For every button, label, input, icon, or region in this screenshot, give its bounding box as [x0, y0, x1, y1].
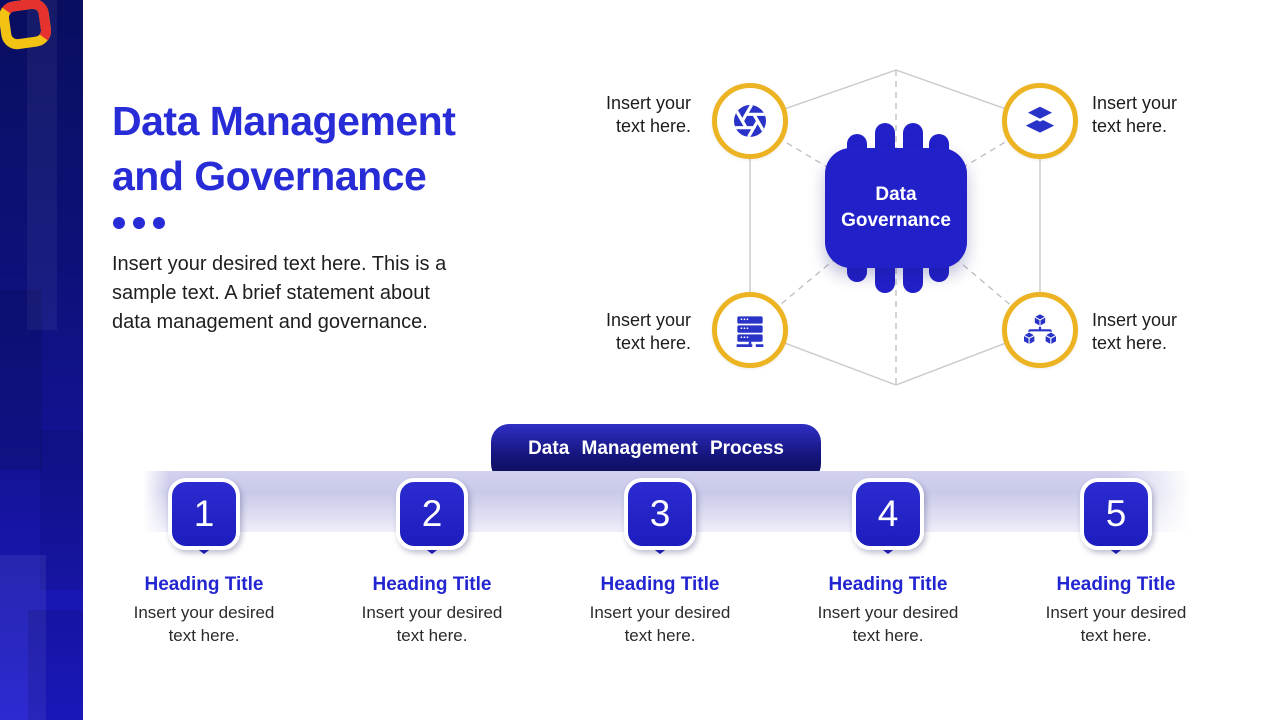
node-label-bottom-right: Insert your text here. [1092, 310, 1178, 353]
step-text: Insert your desired text here. [817, 603, 959, 645]
step-number-badge: 1 [168, 478, 240, 550]
cubes-icon [1022, 313, 1058, 346]
step-heading: Heading Title [372, 574, 492, 595]
step-text: Insert your desired text here. [589, 603, 731, 645]
node-label-top-right: Insert your text here. [1092, 93, 1178, 136]
diagram-node-bottom-left [712, 292, 788, 368]
node-label-bottom-left: Insert your text here. [605, 310, 691, 353]
intro-text: Insert your desired text here. This is a… [112, 253, 447, 333]
process-step-3: 3 Heading Title Insert your desired text… [546, 478, 774, 647]
step-heading: Heading Title [1056, 574, 1176, 595]
sidebar-strip [0, 0, 83, 720]
step-heading: Heading Title [144, 574, 264, 595]
title-ellipsis-decoration [113, 217, 165, 229]
page-title: Data Management and Governance [112, 98, 456, 199]
step-number-badge: 3 [624, 478, 696, 550]
sidebar-pattern [27, 0, 57, 330]
diagram-node-bottom-right [1002, 292, 1078, 368]
step-heading: Heading Title [600, 574, 720, 595]
process-step-2: 2 Heading Title Insert your desired text… [318, 478, 546, 647]
server-icon [736, 316, 764, 347]
step-text: Insert your desired text here. [1045, 603, 1187, 645]
data-governance-diagram: Data Governance [560, 60, 1220, 405]
layers-icon [1022, 103, 1058, 133]
process-step-1: 1 Heading Title Insert your desired text… [90, 478, 318, 647]
sidebar-pattern [28, 610, 83, 720]
step-number-badge: 4 [852, 478, 924, 550]
step-text: Insert your desired text here. [361, 603, 503, 645]
sidebar-pattern [0, 290, 42, 470]
data-governance-chip: Data Governance [825, 123, 967, 293]
aperture-icon [734, 104, 766, 138]
process-step-4: 4 Heading Title Insert your desired text… [774, 478, 1002, 647]
diagram-node-top-left [712, 83, 788, 159]
diagram-node-top-right [1002, 83, 1078, 159]
node-label-top-left: Insert your text here. [605, 93, 691, 136]
step-number-badge: 2 [396, 478, 468, 550]
sidebar-pattern [40, 430, 83, 590]
step-text: Insert your desired text here. [133, 603, 275, 645]
step-number-badge: 5 [1080, 478, 1152, 550]
step-heading: Heading Title [828, 574, 948, 595]
chip-label: Data Governance [825, 148, 967, 268]
process-step-5: 5 Heading Title Insert your desired text… [1002, 478, 1230, 647]
company-logo-icon [0, 0, 54, 52]
sidebar-pattern [0, 555, 46, 720]
